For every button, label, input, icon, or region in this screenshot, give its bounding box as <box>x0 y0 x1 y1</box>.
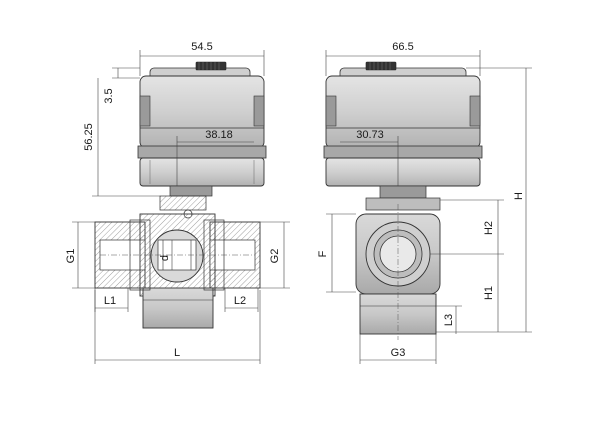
left-view: 54.5 3.5 56.25 38.18 G1 G2 <box>65 41 290 364</box>
dim-inner-width-right: 30.73 <box>356 129 384 141</box>
dim-width-top-right: 66.5 <box>392 41 413 53</box>
dim-width-top-left: 54.5 <box>191 41 212 53</box>
dim-total-height: H <box>513 192 525 200</box>
dim-upper-height: H2 <box>483 221 495 235</box>
left-actuator <box>137 61 267 187</box>
dim-thread-right: L2 <box>234 295 246 307</box>
left-stem <box>159 185 213 219</box>
dim-lower-height: H1 <box>483 286 495 300</box>
left-dimensions: 54.5 3.5 56.25 38.18 G1 G2 <box>65 41 290 364</box>
dim-height-cap: 3.5 <box>103 88 115 103</box>
right-dimensions: 66.5 30.73 F H2 H1 H <box>317 41 532 364</box>
dim-flange: F <box>317 250 329 257</box>
dim-port-right: G2 <box>269 249 281 264</box>
dim-port-left: G1 <box>65 249 77 264</box>
right-valve-body <box>355 204 441 340</box>
dim-thread-left: L1 <box>104 295 116 307</box>
dim-inner-width-left: 38.18 <box>205 129 233 141</box>
left-valve-body <box>94 213 261 329</box>
right-actuator <box>323 61 483 211</box>
dim-bore: d <box>159 255 171 261</box>
dim-bottom-thread: L3 <box>443 314 455 326</box>
dim-port-bottom: G3 <box>391 347 406 359</box>
dim-height-actuator: 56.25 <box>83 123 95 151</box>
right-view: 66.5 30.73 F H2 H1 H <box>317 41 532 364</box>
dim-length: L <box>174 347 180 359</box>
